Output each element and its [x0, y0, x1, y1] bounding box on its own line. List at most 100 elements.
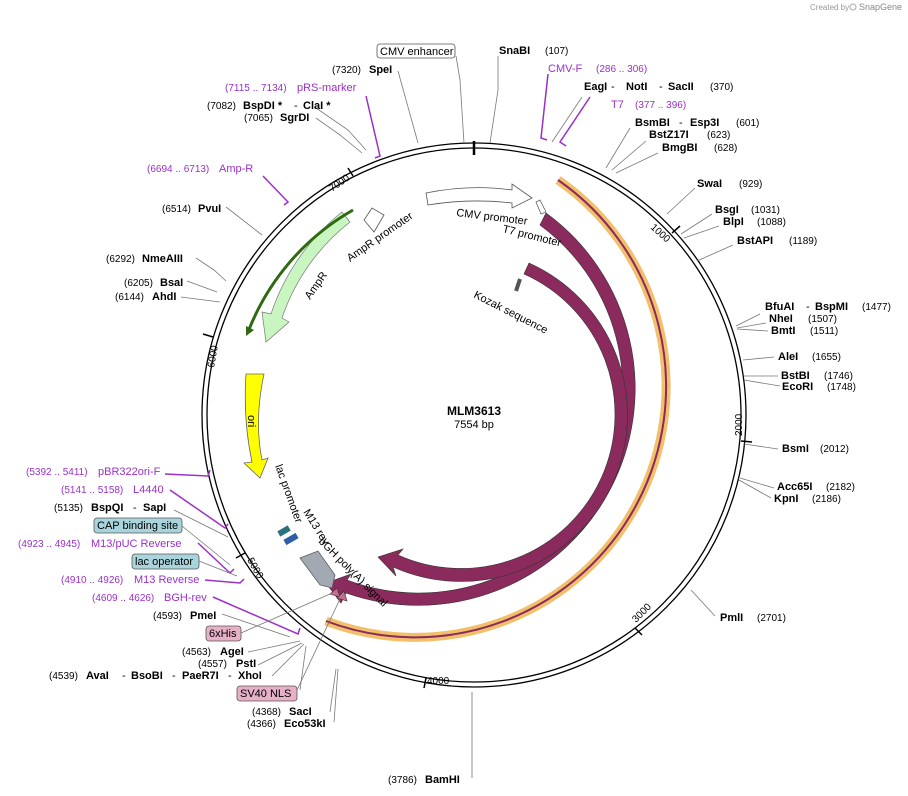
cmv-promoter-label: CMV promoter: [456, 207, 529, 228]
site-bsmi-pos: (2012): [820, 444, 849, 455]
site-snabi-pos: (107): [545, 46, 568, 57]
site-swai: SwaI: [697, 178, 722, 190]
kozak-label: Kozak sequence: [472, 289, 550, 337]
primer-pbr-pos: (5392 .. 5411): [26, 467, 88, 478]
ampr-promoter-arrow: [363, 207, 385, 233]
site-agei: AgeI: [220, 646, 244, 658]
site-bsmbi: BsmBI: [635, 117, 670, 129]
cmv-enhancer-box: [376, 43, 456, 59]
site-sgrdi-pos: (7065): [244, 113, 273, 124]
bgh-polya-feature: [299, 550, 336, 589]
site-bsgi: BsgI: [715, 204, 739, 216]
lac-promoter-label: lac promoter: [272, 463, 304, 525]
primer-t7: T7: [611, 99, 624, 111]
site-bspdi-pos: (7082): [207, 101, 236, 112]
site-bsai: BsaI: [160, 277, 183, 289]
primer-l4440-pos: (5141 .. 5158): [61, 485, 123, 496]
m13-rev-mark: [283, 532, 299, 546]
tick-label-2000: 2000: [734, 413, 745, 436]
primer-cmvf-pos: (286 .. 306): [596, 64, 647, 75]
site-bfuai-pos: (1477): [862, 302, 891, 313]
site-ahdi-pos: (6144): [115, 292, 144, 303]
site-nmeaiii: NmeAIII: [142, 253, 183, 265]
site-bspmi: BspMI: [815, 301, 848, 313]
his-tag-mark: [329, 587, 341, 598]
primer-bgh: BGH-rev: [164, 592, 207, 604]
ori-label: ori: [245, 415, 257, 427]
primer-ampr: Amp-R: [219, 163, 253, 175]
site-bspqi-pos: (5135): [54, 503, 83, 514]
site-bamhi-pos: (3786): [388, 775, 417, 786]
primer-cmvf: CMV-F: [548, 63, 583, 75]
cap-binding-leader: [181, 525, 231, 566]
site-bsmi: BsmI: [782, 443, 809, 455]
cas9-label-outer: Cas9: [664, 498, 682, 524]
sv40-nls-leader: [296, 598, 341, 691]
site-nhei-pos: (1507): [808, 314, 837, 325]
primer-m13puc: M13/pUC Reverse: [91, 538, 181, 550]
primer-m13rev: M13 Reverse: [134, 574, 199, 586]
ampr-feature: [261, 211, 351, 343]
site-acc65i: Acc65I: [777, 481, 812, 493]
primer-bgh-pos: (4609 .. 4626): [92, 593, 154, 604]
primer-t7-pos: (377 .. 396): [635, 100, 686, 111]
site-kpni-pos: (2186): [812, 494, 841, 505]
site-bmgbi-pos: (628): [714, 143, 737, 154]
primer-marks: [164, 73, 591, 636]
primer-m13puc-pos: (4923 .. 4945): [18, 539, 80, 550]
lac-operator-leader: [198, 560, 238, 577]
cas9-feature-inner: [377, 262, 628, 582]
site-xhoi: XhoI: [238, 670, 262, 682]
site-alei-pos: (1655): [812, 352, 841, 363]
site-bmgbi: BmgBI: [662, 142, 697, 154]
sep-dash: -: [294, 100, 298, 112]
site-bsobi: BsoBI: [131, 670, 163, 682]
sv40-nls-mark: [336, 590, 348, 602]
site-bstbi: BstBI: [781, 370, 810, 382]
site-noti: NotI: [626, 81, 647, 93]
ampr-track-arrowhead: [246, 326, 254, 336]
site-bfuai: BfuAI: [765, 301, 794, 313]
site-pmei: PmeI: [190, 610, 216, 622]
snapgene-logo-icon: [849, 3, 857, 11]
site-acc65i-pos: (2182): [826, 482, 855, 493]
ori-feature: [243, 373, 269, 479]
site-blpi-pos: (1088): [757, 217, 786, 228]
sep-dash: -: [172, 670, 176, 682]
site-pmli: PmlI: [720, 612, 743, 624]
site-bstapi: BstAPI: [737, 235, 773, 247]
t7-promoter-mark: [535, 199, 547, 215]
primer-pbr: pBR322ori-F: [98, 466, 161, 478]
site-sacii: SacII: [668, 81, 694, 93]
his6-label: 6xHis: [209, 628, 237, 640]
site-ahdi: AhdI: [152, 291, 176, 303]
site-pmei-pos: (4593): [153, 611, 182, 622]
sep-dash: -: [679, 117, 683, 129]
site-avai: AvaI: [86, 670, 109, 682]
site-kpni: KpnI: [774, 493, 798, 505]
site-psti: PstI: [236, 658, 256, 670]
cas9-label-inner: Cas9: [618, 473, 636, 499]
site-blpi: BlpI: [723, 216, 744, 228]
site-eco53ki: Eco53kI: [284, 718, 326, 730]
primer-ampr-pos: (6694 .. 6713): [147, 164, 209, 175]
site-bsai-pos: (6205): [124, 278, 153, 289]
ampr-track: [246, 208, 354, 333]
sv40-nls-box: [236, 685, 298, 702]
site-saci: SacI: [289, 706, 312, 718]
site-saci-pos: (4368): [252, 707, 281, 718]
tick-marks: [202, 167, 753, 689]
his6-box: [205, 625, 242, 642]
lac-operator-label: lac operator: [135, 556, 193, 568]
sep-dash: -: [133, 502, 137, 514]
site-nmeaiii-pos: (6292): [106, 254, 135, 265]
site-pmli-pos: (2701): [757, 613, 786, 624]
tick-label-6000: 6000: [206, 344, 221, 368]
tick-label-4000: 4000: [427, 676, 450, 687]
site-alei: AleI: [778, 351, 798, 363]
ampr-label: AmpR: [303, 270, 330, 302]
tick-label-7000: 7000: [327, 172, 352, 194]
plasmid-length: 7554 bp: [454, 419, 494, 431]
his6-leader: [240, 593, 331, 634]
primer-prs-pos: (7115 .. 7134): [225, 83, 287, 94]
